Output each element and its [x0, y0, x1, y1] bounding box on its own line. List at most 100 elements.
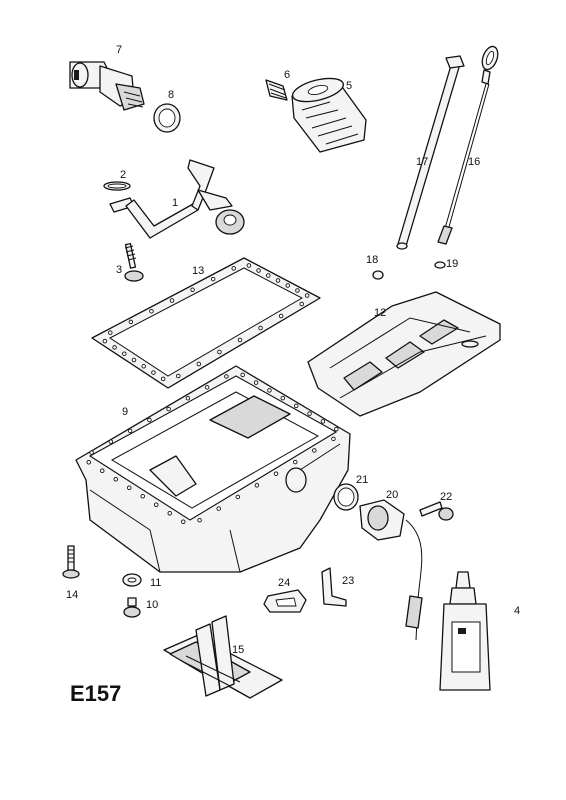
bracket-drawing: [321, 567, 347, 607]
callout-5: 5: [346, 80, 353, 92]
pan-gasket-drawing: [91, 257, 321, 389]
bolt-hole: [307, 411, 312, 416]
bolt-hole: [166, 406, 171, 412]
clip-drawing: [263, 589, 307, 613]
bolt-hole: [304, 293, 310, 298]
bolt-hole: [295, 288, 300, 293]
bolt-hole: [167, 511, 172, 516]
bolt-hole: [256, 268, 261, 273]
bolt-hole: [86, 460, 91, 465]
bolt-hole: [235, 494, 241, 500]
bolt-hole: [278, 313, 284, 319]
callout-23: 23: [342, 575, 355, 587]
callout-7: 7: [116, 44, 123, 56]
callout-14: 14: [66, 589, 79, 601]
callout-16: 16: [468, 156, 481, 168]
o-ring-19-drawing: [434, 261, 446, 269]
callout-9: 9: [122, 406, 129, 418]
bolt-hole: [126, 485, 132, 491]
bolt-hole: [210, 276, 216, 282]
sealant-bottle-drawing: [439, 571, 491, 691]
bolt-hole: [216, 506, 221, 511]
callout-15: 15: [232, 644, 245, 656]
filter-stud-drawing: [265, 79, 288, 101]
bolt-hole: [299, 301, 304, 307]
bolt-hole: [153, 502, 159, 508]
bolt-hole: [151, 370, 156, 375]
bolt-hole: [180, 519, 186, 525]
bolt-hole: [266, 273, 271, 278]
bolt-hole: [112, 345, 117, 350]
bolt-hole: [128, 319, 134, 325]
bolt-hole: [127, 428, 133, 434]
bolt-hole: [224, 374, 229, 379]
callout-8: 8: [168, 89, 175, 101]
bolt-hole: [275, 278, 281, 283]
bolt-hole: [147, 417, 152, 423]
callout-18: 18: [366, 254, 379, 266]
callout-11: 11: [150, 577, 162, 589]
oil-level-sensor-drawing: [359, 499, 423, 641]
bolt-hole: [320, 419, 326, 424]
bolt-hole: [312, 448, 317, 453]
bolt-hole: [131, 357, 137, 363]
bolt-hole: [149, 308, 154, 314]
callout-22: 22: [440, 491, 453, 503]
sealant-kit-drawing: [163, 615, 283, 699]
callout-6: 6: [284, 69, 291, 81]
bolt-hole: [204, 385, 210, 390]
callout-4: 4: [514, 605, 521, 617]
callout-21: 21: [356, 474, 369, 486]
pickup-bolt-drawing: [124, 242, 144, 282]
bolt-hole: [273, 471, 279, 476]
bolt-hole: [267, 388, 272, 393]
callout-24: 24: [278, 577, 291, 589]
oil-filter-drawing: [291, 77, 367, 153]
bolt-hole: [89, 450, 94, 455]
callout-20: 20: [386, 489, 399, 501]
callout-3: 3: [116, 264, 123, 276]
baffle-plate-drawing: [307, 291, 501, 417]
bolt-hole: [258, 325, 263, 331]
bolt-hole: [140, 494, 145, 499]
bolt-hole: [108, 330, 113, 335]
pan-bolt-drawing: [62, 545, 80, 579]
bolt-hole: [102, 338, 108, 344]
bolt-hole: [246, 263, 252, 268]
dipstick-tube-drawing: [396, 55, 465, 250]
bolt-hole: [293, 403, 299, 409]
drain-plug-drawing: [123, 597, 141, 618]
bolt-hole: [240, 372, 245, 378]
callout-10: 10: [146, 599, 159, 611]
bolt-hole: [169, 298, 175, 303]
callout-17: 17: [416, 156, 429, 168]
bolt-hole: [254, 483, 260, 488]
o-ring-18-drawing: [372, 270, 384, 280]
bolt-hole: [99, 468, 105, 474]
bolt-hole: [197, 517, 202, 523]
bolt-hole: [185, 395, 191, 401]
oil-pressure-switch-drawing: [69, 61, 145, 111]
bolt-hole: [331, 436, 336, 442]
callout-19: 19: [446, 258, 459, 270]
pickup-tube-drawing: [109, 159, 245, 239]
bolt-hole: [108, 439, 114, 444]
callout-2: 2: [120, 169, 127, 181]
bolt-hole: [141, 364, 146, 369]
bolt-hole: [176, 373, 181, 379]
bolt-hole: [113, 477, 118, 482]
bolt-hole: [253, 380, 259, 385]
bolt-hole: [122, 351, 127, 356]
bolt-hole: [285, 283, 290, 288]
callout-13: 13: [192, 265, 205, 277]
dipstick-drawing: [437, 45, 499, 245]
bolt-hole: [217, 349, 222, 355]
callout-1: 1: [172, 197, 179, 209]
bolt-hole: [334, 426, 339, 432]
bolt-hole: [190, 287, 195, 293]
bolt-hole: [196, 361, 202, 367]
bolt-hole: [280, 395, 286, 401]
bolt-hole: [292, 459, 298, 465]
